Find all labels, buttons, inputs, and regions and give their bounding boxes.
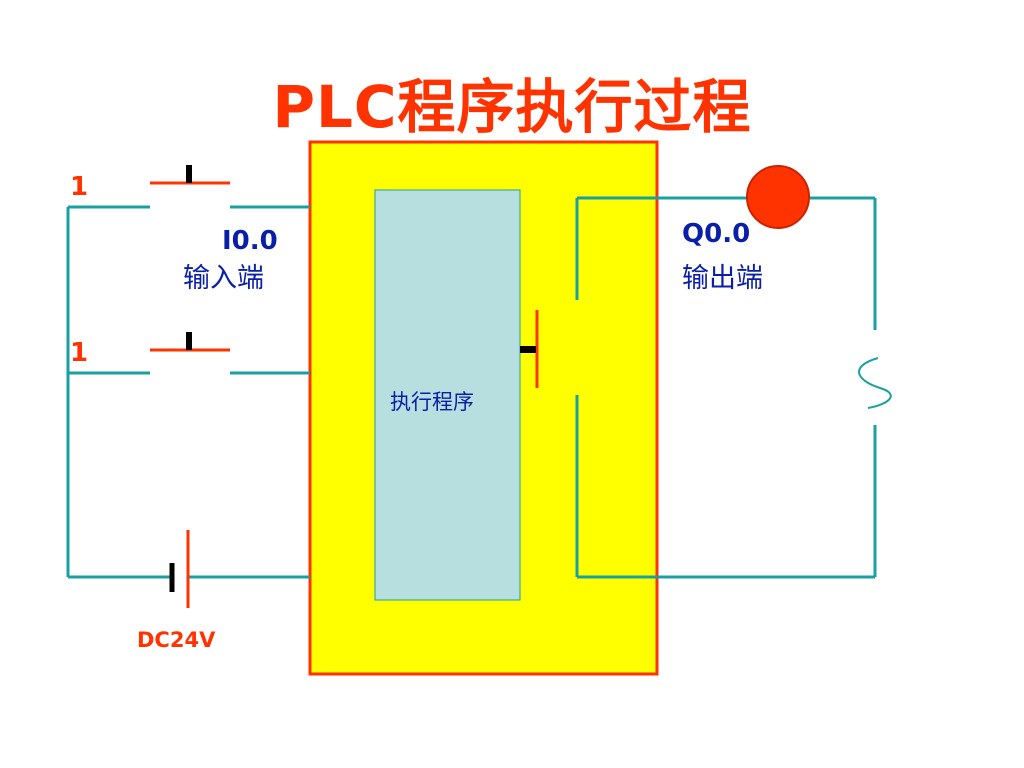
output-wiring: [575, 196, 877, 579]
diagram-title: PLC程序执行过程: [272, 73, 752, 141]
output-contact: [520, 310, 539, 388]
load-coil-symbol: [858, 357, 892, 409]
output-address: Q0.0: [682, 219, 751, 249]
program-block-label: 执行程序: [390, 390, 474, 414]
input-address: I0.0: [222, 226, 278, 256]
battery-symbol: [169, 530, 190, 608]
power-supply-label: DC24V: [137, 628, 216, 652]
input-terminal-caption: 输入端: [183, 263, 264, 294]
input-switch-1: [150, 165, 230, 185]
input-2-label: 1: [70, 338, 89, 368]
input-1-label: 1: [70, 172, 89, 202]
output-terminal-caption: 输出端: [682, 263, 763, 294]
input-wiring: [66, 205, 310, 579]
program-block: [374, 189, 521, 601]
output-lamp: [746, 165, 810, 229]
input-switch-2: [150, 332, 230, 352]
